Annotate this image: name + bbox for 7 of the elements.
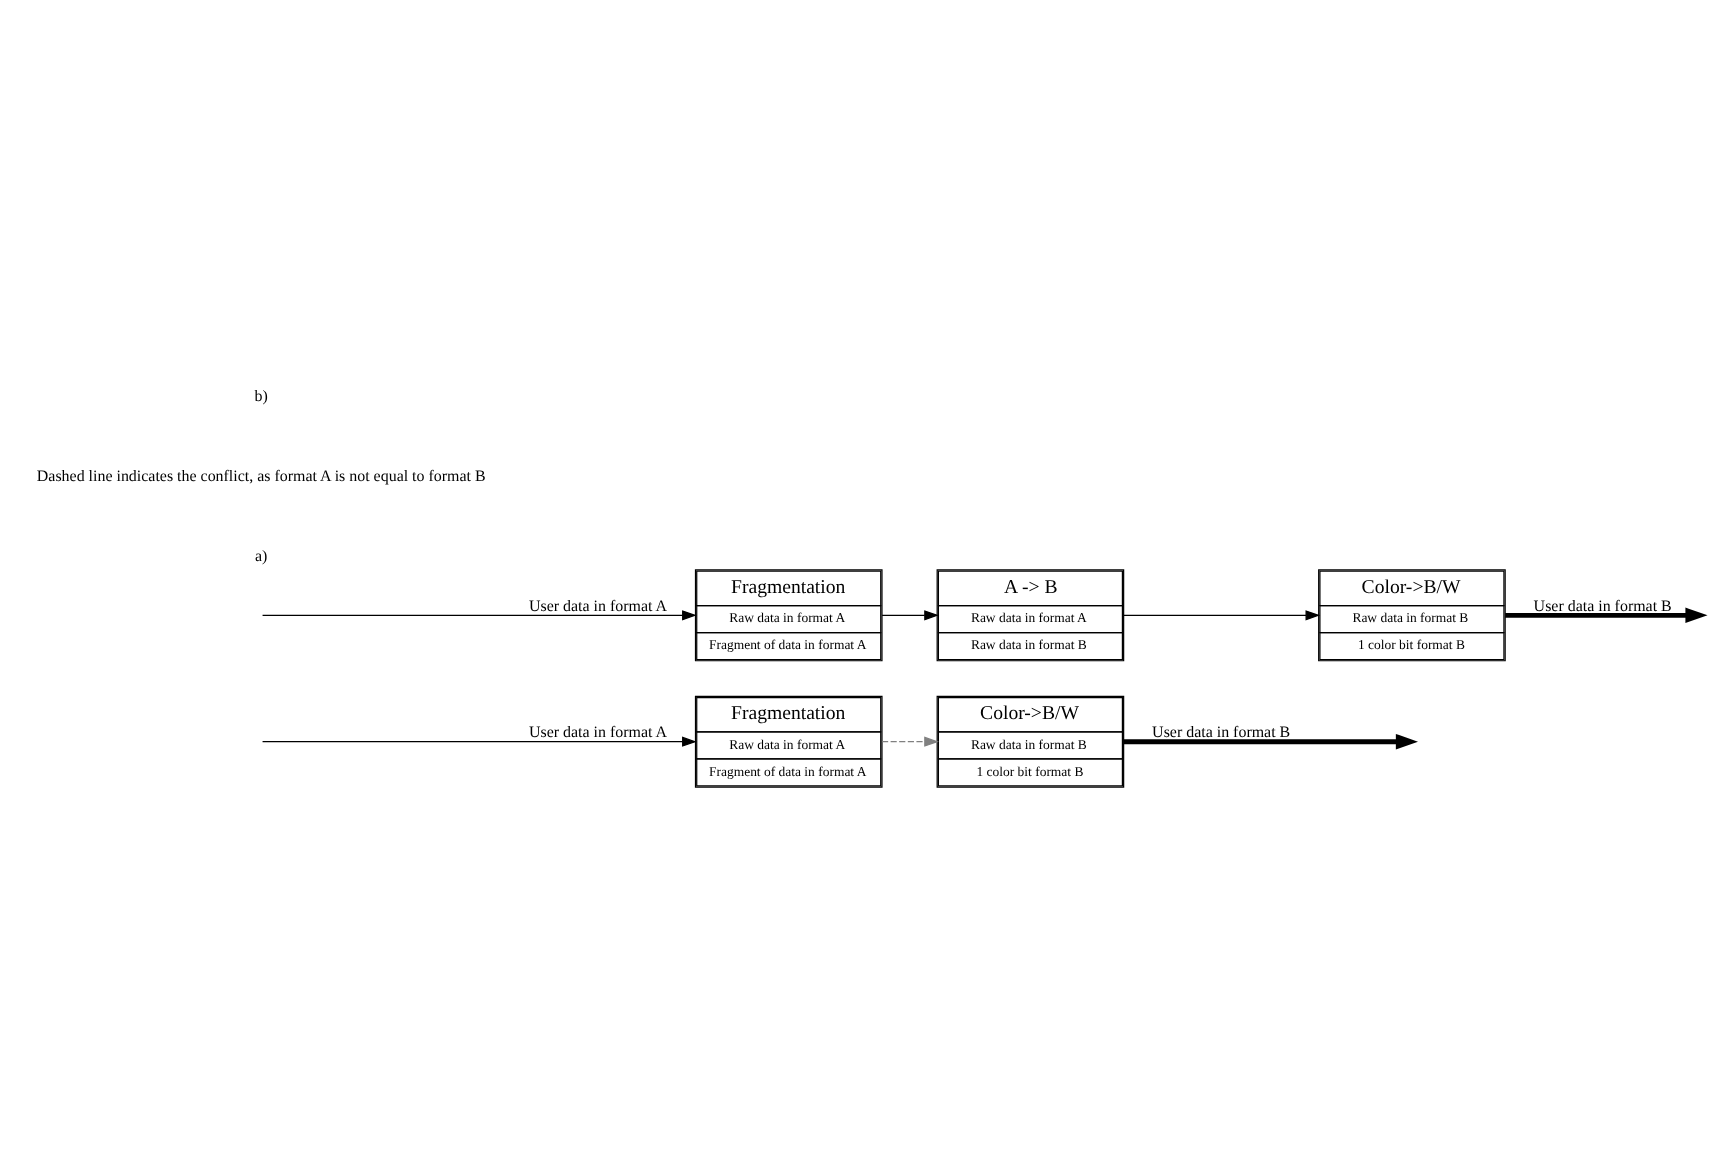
arrow [1123,733,1418,750]
arrow [261,610,697,621]
arrow [881,736,939,747]
arrow [881,610,939,621]
arrow [1505,607,1708,624]
arrow [261,736,697,747]
arrow [1123,610,1321,621]
